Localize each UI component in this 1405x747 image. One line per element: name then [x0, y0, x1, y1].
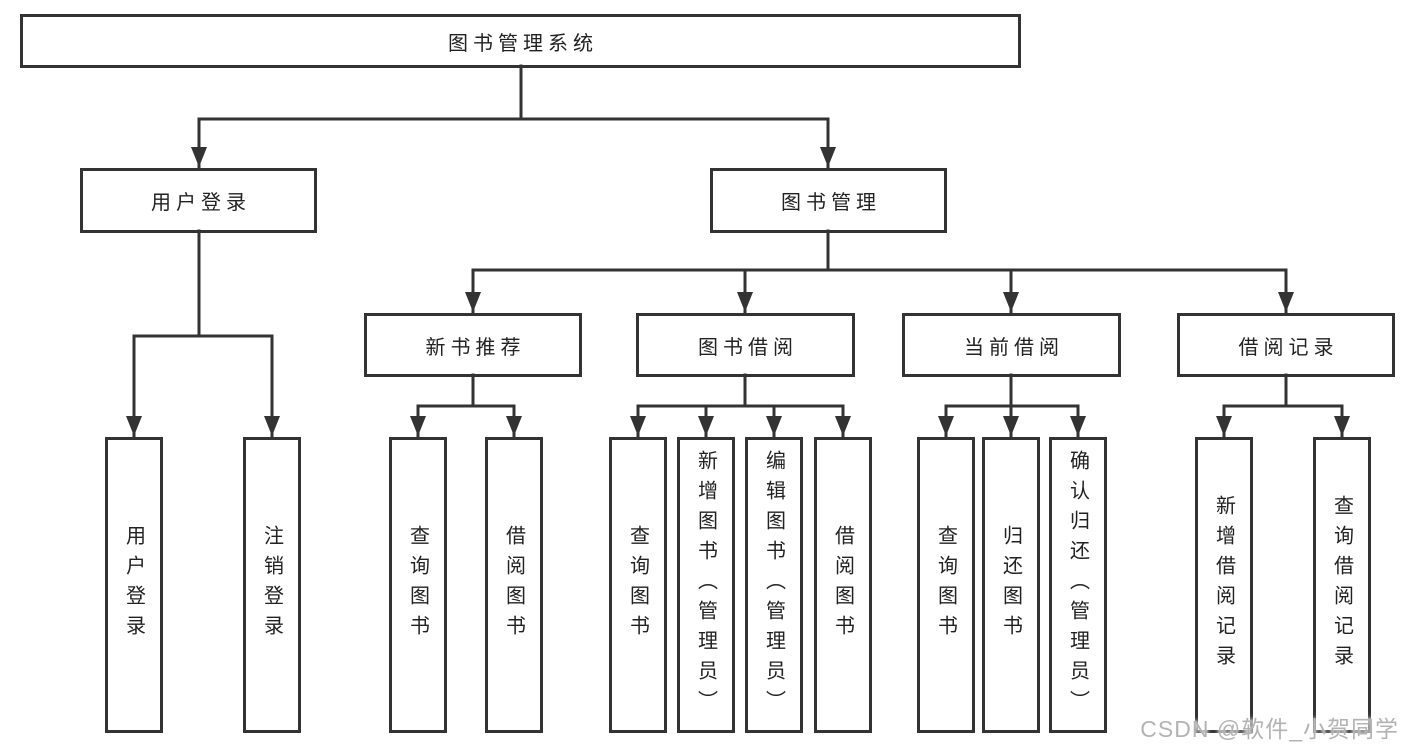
- leaf-query-books-rec: 查询图书: [389, 437, 447, 733]
- leaf-borrow-books-rec: 借阅图书: [485, 437, 543, 733]
- leaf-query-books-borrow: 查询图书: [609, 437, 667, 733]
- leaf-query-borrow-record: 查询借阅记录: [1313, 437, 1371, 733]
- node-user-login: 用户登录: [80, 168, 317, 233]
- node-book-management: 图书管理: [710, 168, 947, 233]
- node-borrowing-records: 借阅记录: [1177, 313, 1395, 377]
- watermark: CSDN @软件_小贺同学: [1140, 716, 1399, 742]
- node-current-borrowing: 当前借阅: [902, 313, 1121, 377]
- node-book-management-system: 图书管理系统: [20, 14, 1021, 68]
- branch-user-login: [126, 229, 280, 438]
- leaf-edit-books-admin: 编辑图书（管理员）: [745, 437, 803, 733]
- node-book-borrowing: 图书借阅: [636, 313, 855, 377]
- branch-book-management: [465, 229, 1294, 314]
- branch-book-borrowing: [630, 373, 851, 438]
- leaf-query-books-current: 查询图书: [917, 437, 975, 733]
- leaf-user-login: 用户登录: [105, 437, 163, 733]
- leaf-borrow-books: 借阅图书: [814, 437, 872, 733]
- leaf-add-borrow-record: 新增借阅记录: [1195, 437, 1253, 733]
- leaf-return-books: 归还图书: [982, 437, 1040, 733]
- node-new-book-recommendation: 新书推荐: [364, 313, 582, 377]
- branch-new-book-recommendation: [410, 373, 522, 438]
- leaf-logout: 注销登录: [243, 437, 301, 733]
- branch-borrowing-records: [1216, 373, 1350, 438]
- branch-current-borrowing: [938, 373, 1086, 438]
- leaf-add-books-admin: 新增图书（管理员）: [677, 437, 735, 733]
- leaf-confirm-return-admin: 确认归还（管理员）: [1049, 437, 1107, 733]
- branch-root-to-level1: [191, 64, 836, 169]
